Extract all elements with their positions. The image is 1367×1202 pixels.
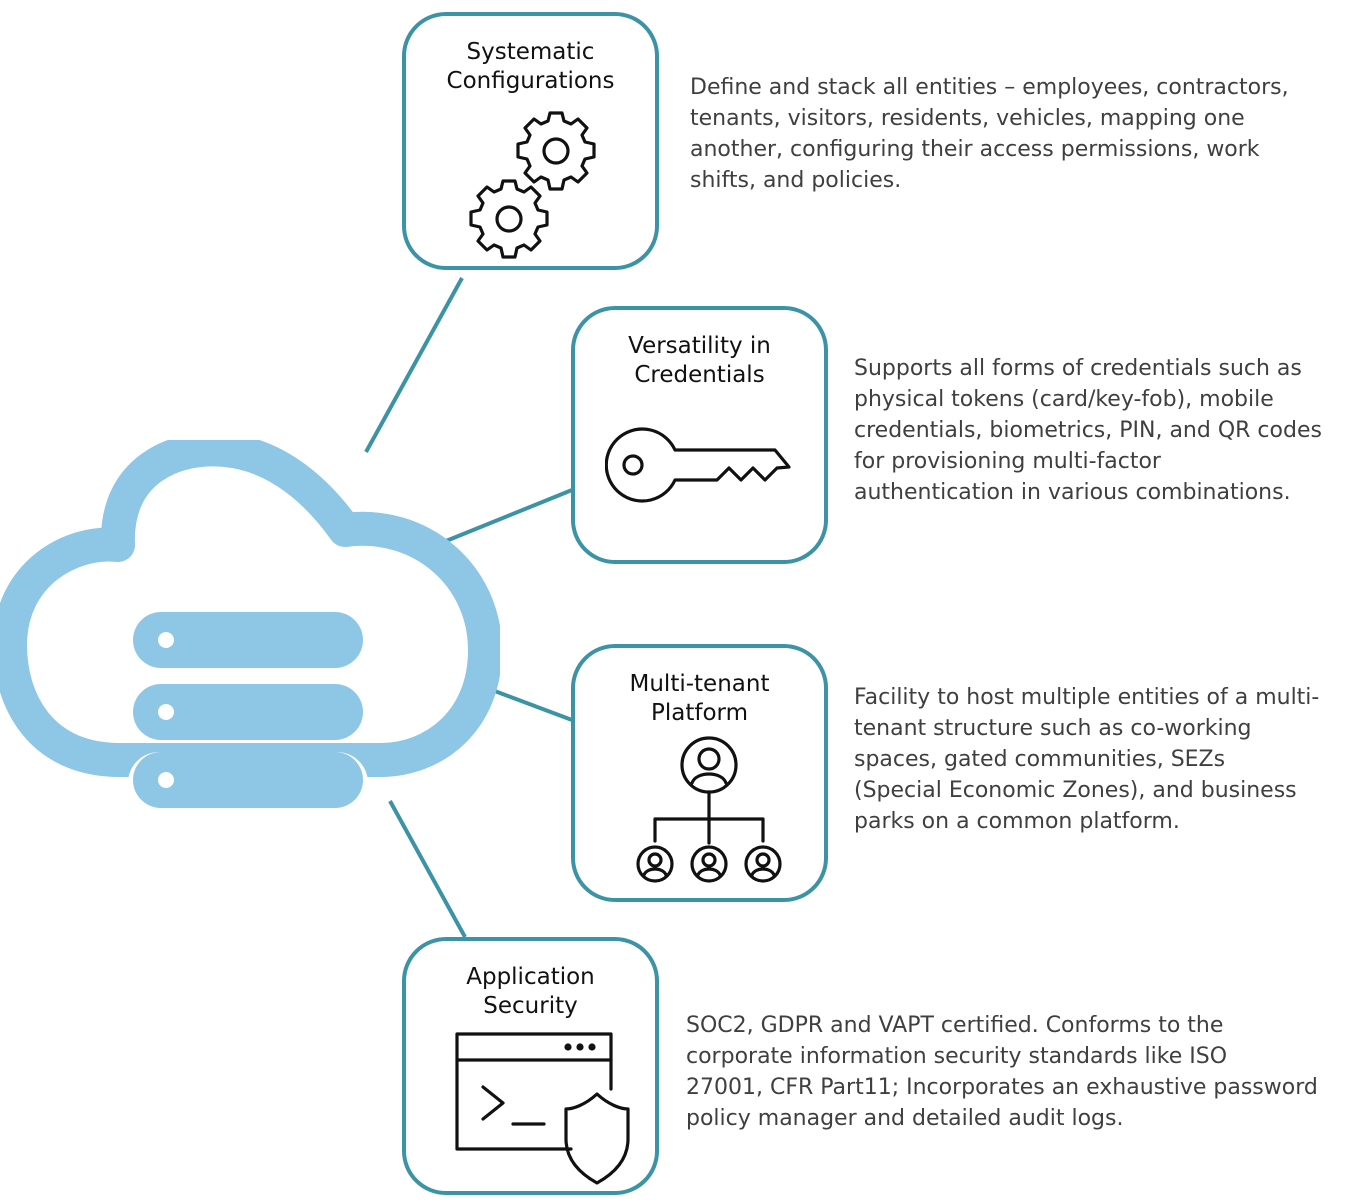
description-systematic-configurations: Define and stack all entities – employee… xyxy=(690,75,1289,193)
shield-icon xyxy=(564,1092,630,1185)
user-icon xyxy=(680,736,738,794)
connector-line-credentials xyxy=(445,488,573,543)
org-users-icon xyxy=(636,736,782,883)
description-multitenant-platform: Facility to host multiple entities of a … xyxy=(854,685,1320,834)
user-icon xyxy=(636,845,674,883)
terminal-shield-icon xyxy=(455,1032,630,1185)
connector-line-security xyxy=(388,800,467,938)
card-title: Application Security xyxy=(466,964,595,1019)
key-icon xyxy=(605,427,791,503)
user-icon xyxy=(690,845,728,883)
card-multitenant-platform: Multi-tenant Platform xyxy=(571,644,828,902)
card-application-security: Application Security xyxy=(402,937,659,1195)
card-systematic-configurations: Systematic Configurations xyxy=(402,12,659,270)
card-versatility-credentials: Versatility in Credentials xyxy=(571,306,828,564)
card-title: Versatility in Credentials xyxy=(628,333,771,388)
gears-icon xyxy=(469,111,596,259)
connector-line-multitenant xyxy=(491,688,573,722)
description-versatility-credentials: Supports all forms of credentials such a… xyxy=(854,356,1322,505)
description-application-security: SOC2, GDPR and VAPT certified. Conforms … xyxy=(686,1013,1318,1131)
user-icon xyxy=(744,845,782,883)
card-title: Multi-tenant Platform xyxy=(629,671,770,726)
cloud-database-icon xyxy=(0,440,500,814)
card-title: Systematic Configurations xyxy=(446,39,615,94)
connector-line-configurations xyxy=(364,277,464,453)
